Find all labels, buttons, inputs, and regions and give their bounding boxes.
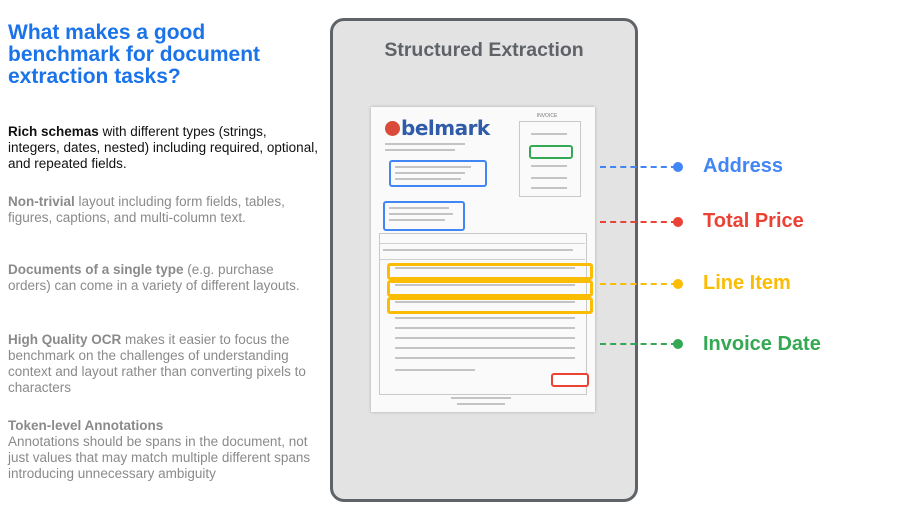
invoice-text-line [395, 284, 575, 286]
invoice-text-line [395, 337, 575, 339]
invoice-table-rule [379, 243, 585, 244]
invoice-date-connector [600, 343, 677, 345]
invoice-table-rule [379, 259, 585, 260]
total-price-connector [600, 221, 677, 223]
invoice-heading: INVOICE [536, 113, 558, 119]
point-single-type: Documents of a single type (e.g. purchas… [8, 262, 318, 294]
point-lead: Rich schemas [8, 124, 99, 139]
total-price-dot [673, 217, 683, 227]
point-lead: Token-level Annotations [8, 418, 164, 433]
total-price-highlight [551, 373, 589, 387]
invoice-text-line [395, 327, 575, 329]
point-lead: High Quality OCR [8, 332, 122, 347]
invoice-text-line [531, 177, 567, 179]
invoice-text-line [457, 403, 505, 405]
address-dot [673, 162, 683, 172]
invoice-info-box [519, 121, 581, 197]
invoice-text-line [385, 149, 455, 151]
invoice-text-line [395, 178, 461, 180]
address-highlight [389, 160, 487, 187]
logo-text: belmark [401, 116, 490, 140]
line-item-highlight [387, 280, 593, 297]
invoice-text-line [395, 369, 475, 371]
invoice-text-line [395, 357, 575, 359]
label-invoice-date: Invoice Date [703, 333, 821, 355]
invoice-text-line [531, 133, 567, 135]
point-text: (e.g. purchase orders) can come in a var… [8, 262, 300, 293]
belmark-logo: belmark [385, 116, 490, 140]
point-text: layout including form fields, tables, fi… [8, 194, 285, 225]
line-item-highlight [387, 297, 593, 314]
point-lead: Documents of a single type [8, 262, 184, 277]
invoice-text-line [395, 267, 575, 269]
invoice-text-line [385, 143, 465, 145]
invoice-date-dot [673, 339, 683, 349]
invoice-text-line [451, 397, 511, 399]
invoice-text-line [395, 172, 465, 174]
slide-title: What makes a good benchmark for document… [8, 21, 261, 88]
point-text: makes it easier to focus the benchmark o… [8, 332, 306, 395]
point-lead: Non-trivial [8, 194, 75, 209]
point-non-trivial-layout: Non-trivial layout including form fields… [8, 194, 318, 226]
invoice-text-line [531, 187, 567, 189]
label-address: Address [703, 155, 784, 177]
invoice-text-line [395, 347, 575, 349]
invoice-image: belmark INVOICE [371, 107, 595, 412]
invoice-text-line [383, 249, 573, 251]
invoice-text-line [389, 207, 449, 209]
point-text: with different types (strings, integers,… [8, 124, 318, 171]
invoice-text-line [395, 317, 575, 319]
label-total-price: Total Price [703, 210, 804, 232]
invoice-text-line [389, 219, 445, 221]
line-item-connector [600, 283, 677, 285]
line-item-dot [673, 279, 683, 289]
invoice-table [379, 233, 587, 395]
invoice-date-highlight [529, 145, 573, 159]
structured-extraction-panel: Structured Extraction belmark INVOICE [330, 18, 638, 502]
invoice-text-line [531, 165, 567, 167]
logo-dot-icon [385, 121, 400, 136]
invoice-text-line [395, 301, 575, 303]
ship-to-highlight [383, 201, 465, 231]
point-ocr: High Quality OCR makes it easier to focu… [8, 332, 318, 396]
point-rich-schemas: Rich schemas with different types (strin… [8, 124, 318, 172]
line-item-highlight [387, 263, 593, 280]
point-text: Annotations should be spans in the docum… [8, 434, 311, 481]
address-connector [600, 166, 677, 168]
panel-title: Structured Extraction [384, 39, 584, 61]
invoice-text-line [389, 213, 453, 215]
label-line-item: Line Item [703, 272, 791, 294]
invoice-text-line [395, 166, 471, 168]
